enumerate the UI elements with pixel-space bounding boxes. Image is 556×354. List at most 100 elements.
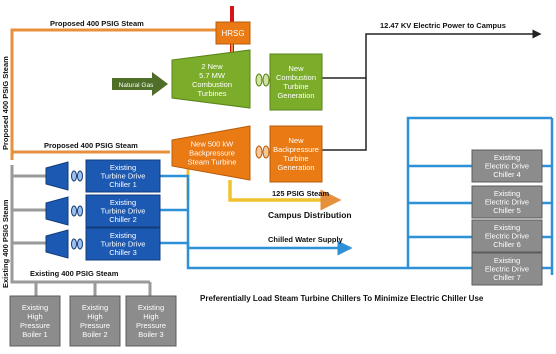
natural-gas-arrow <box>112 72 168 96</box>
node-text-line: Turbine <box>283 82 308 91</box>
node-text-line: Boiler 2 <box>82 330 107 339</box>
node-text-line: 5.7 MW <box>199 71 226 80</box>
existing-steam-bottom-label: Existing 400 PSIG Steam <box>30 269 119 278</box>
node-text-line: Chiller 1 <box>109 180 137 189</box>
node-text-line: Backpressure <box>189 149 235 158</box>
node-text-line: Existing <box>22 303 48 312</box>
node-text-line: Electric Drive <box>485 265 529 274</box>
electric-chiller-box <box>471 185 543 219</box>
combustion-turbine-shape <box>171 49 251 109</box>
turbine-icon <box>45 229 69 259</box>
turbine-chiller-box <box>85 159 161 193</box>
electric-chiller-box <box>471 149 543 183</box>
steam-125-label: 125 PSIG Steam <box>272 189 329 198</box>
coupling-icon <box>71 238 77 250</box>
boiler-box <box>9 295 61 347</box>
electric-power-line <box>320 29 542 79</box>
coupling-icon-2 <box>255 145 270 159</box>
node-text-line: New <box>288 136 304 145</box>
node-text-line: Existing <box>494 153 520 162</box>
hrsg-label: HRSG <box>221 29 244 38</box>
node-text-line: Existing <box>110 198 136 207</box>
node-text-line: Chiller 6 <box>493 240 521 249</box>
backpressure-power-line <box>320 78 367 151</box>
node-text-line: Turbines <box>198 89 227 98</box>
node-text-line: New 500 kW <box>191 140 234 149</box>
node-text-line: Electric Drive <box>485 232 529 241</box>
chilled-water-return <box>160 116 552 270</box>
turbine-icon <box>45 161 69 191</box>
node-text-line: Existing <box>494 189 520 198</box>
existing-steam-pipe <box>10 165 150 284</box>
node-text-line: Chiller 4 <box>493 170 521 179</box>
steam-turbine-shape <box>171 125 251 181</box>
coupling-icon <box>77 170 83 182</box>
coupling-icon <box>77 205 83 217</box>
node-text-line: Existing <box>82 303 108 312</box>
node-text-line: High <box>27 312 42 321</box>
node-text-line: Boiler 3 <box>138 330 163 339</box>
node-text-line: High <box>143 312 158 321</box>
combustion-generation-box <box>269 53 323 111</box>
node-text-line: Chiller 2 <box>109 215 137 224</box>
node-text-line: Combustion <box>276 73 316 82</box>
proposed-steam-top-pipe <box>10 28 216 160</box>
node-text-line: Generation <box>277 163 314 172</box>
electric-chiller-box <box>471 219 543 253</box>
node-text-line: Pressure <box>136 321 166 330</box>
node-text-line: Pressure <box>80 321 110 330</box>
node-text-line: Existing <box>138 303 164 312</box>
node-text-line: Chiller 5 <box>493 206 521 215</box>
campus-distribution-label: Campus Distribution <box>268 210 352 220</box>
node-text-line: Electric Drive <box>485 162 529 171</box>
chilled-water-label: Chilled Water Supply <box>268 235 344 244</box>
node-text-line: Pressure <box>20 321 50 330</box>
proposed-steam-mid-label: Proposed 400 PSIG Steam <box>44 141 138 150</box>
coupling-icon <box>71 205 77 217</box>
node-text-line: Chiller 7 <box>493 273 521 282</box>
node-text-line: Electric Drive <box>485 198 529 207</box>
backpressure-generation-box <box>269 125 323 183</box>
turbine-chiller-box <box>85 227 161 261</box>
node-text-line: Turbine Drive <box>101 207 146 216</box>
natural-gas-label: Natural Gas <box>119 82 154 89</box>
node-text-line: Steam Turbine <box>188 158 237 167</box>
node-text-line: 2 New <box>201 62 223 71</box>
node-text-line: Backpressure <box>273 145 319 154</box>
footnote-label: Preferentially Load Steam Turbine Chille… <box>200 294 484 303</box>
proposed-steam-vertical-label: Proposed 400 PSIG Steam <box>1 56 10 150</box>
proposed-steam-top-label: Proposed 400 PSIG Steam <box>50 19 144 28</box>
existing-steam-vertical-label: Existing 400 PSIG Steam <box>1 199 10 288</box>
node-text-line: Existing <box>494 256 520 265</box>
coupling-icon <box>77 238 83 250</box>
boiler-box <box>125 295 177 347</box>
turbine-icon <box>45 196 69 226</box>
electric-power-label: 12.47 KV Electric Power to Campus <box>380 21 506 30</box>
node-text-line: Existing <box>110 163 136 172</box>
electric-chiller-box <box>471 252 543 286</box>
node-text-line: Existing <box>110 231 136 240</box>
coupling-icon <box>71 170 77 182</box>
coupling-icon <box>255 73 270 87</box>
node-text-line: Turbine Drive <box>101 240 146 249</box>
node-text-line: Chiller 3 <box>109 248 137 257</box>
turbine-chiller-box <box>85 194 161 228</box>
